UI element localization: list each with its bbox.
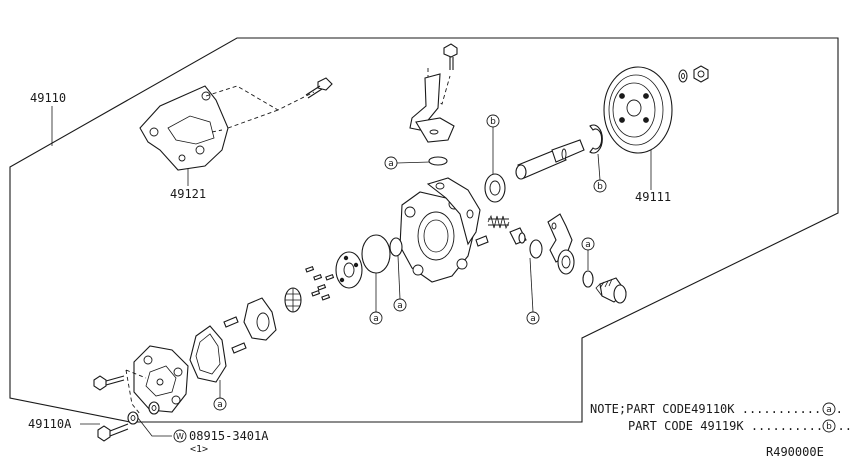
body-gasket-small xyxy=(389,237,403,257)
dowel-pin-2 xyxy=(231,342,247,354)
small-pin xyxy=(475,235,489,247)
callout-a-gasket-1: a xyxy=(369,311,383,325)
shaft-seal xyxy=(484,173,506,203)
svg-text:a: a xyxy=(397,301,403,311)
suction-connector xyxy=(409,73,455,143)
svg-text:b: b xyxy=(490,117,496,127)
label-washer-qty: <1> xyxy=(190,444,208,455)
leader-washer xyxy=(137,417,172,437)
washer-08915 xyxy=(127,411,139,425)
snap-ring xyxy=(589,124,603,154)
svg-text:a: a xyxy=(388,159,394,169)
assembly-boundary xyxy=(9,37,839,423)
note-line-2: PART CODE 49119K .............. xyxy=(628,419,850,433)
pump-body xyxy=(399,177,481,283)
svg-text:b: b xyxy=(826,422,832,432)
pulley-49111 xyxy=(603,66,673,154)
rear-gasket xyxy=(189,325,227,383)
label-washer-code: 08915-3401A xyxy=(189,429,269,443)
drive-shaft xyxy=(515,139,585,180)
label-49121: 49121 xyxy=(170,187,206,201)
callout-a-connector-1: a xyxy=(526,311,540,325)
oring-right xyxy=(582,270,594,288)
note-symbol-b: b xyxy=(822,419,836,433)
svg-text:b: b xyxy=(597,182,603,192)
callout-b-seal: b xyxy=(486,114,500,128)
callout-a-rear-gasket: a xyxy=(213,397,227,411)
label-49110a: 49110A xyxy=(28,417,72,431)
svg-text:a: a xyxy=(530,314,536,324)
leader-a-connector-1 xyxy=(529,257,534,313)
rear-cover-dashed xyxy=(125,369,147,415)
cam-ring xyxy=(243,297,277,341)
rear-small-washer xyxy=(148,401,160,415)
flow-valve-plunger xyxy=(509,227,527,245)
svg-text:a: a xyxy=(373,314,379,324)
bolt-49110a xyxy=(97,423,129,442)
pressure-plate xyxy=(335,251,363,289)
vanes xyxy=(305,265,335,301)
bracket-dashed-leaders xyxy=(205,85,315,133)
washer-w-symbol: W xyxy=(173,429,187,443)
label-49111: 49111 xyxy=(635,190,671,204)
union-bolt xyxy=(595,277,627,304)
note-symbol-a: a xyxy=(822,402,836,416)
bracket-bolt xyxy=(305,77,333,99)
top-bolt xyxy=(443,43,458,70)
outlet-connector xyxy=(547,213,575,275)
svg-text:a: a xyxy=(217,400,223,410)
callout-a-right: a xyxy=(581,237,595,251)
svg-text:W: W xyxy=(176,432,184,441)
rear-bolt-upper xyxy=(93,375,125,391)
leader-a-gasket-2 xyxy=(397,255,401,300)
callout-b-snap: b xyxy=(593,179,607,193)
rotor xyxy=(284,287,302,313)
oring-small-top xyxy=(428,156,448,166)
valve-oring xyxy=(529,239,543,259)
pulley-washer xyxy=(678,69,688,83)
callout-a-oring-top: a xyxy=(384,156,398,170)
dowel-pin-1 xyxy=(223,316,239,328)
note-line-1: NOTE;PART CODE49110K .............. xyxy=(590,402,843,416)
leader-b-snap xyxy=(597,153,601,181)
rear-cover xyxy=(133,345,189,413)
label-49110: 49110 xyxy=(30,91,66,105)
rear-gasket-inner xyxy=(195,333,221,375)
bracket-49121 xyxy=(139,85,229,171)
leader-a-oring-top xyxy=(396,161,431,164)
callout-a-gasket-2: a xyxy=(393,298,407,312)
svg-text:a: a xyxy=(585,240,591,250)
svg-text:a: a xyxy=(826,405,832,415)
pulley-nut xyxy=(693,65,709,83)
flow-valve-spring xyxy=(487,214,510,230)
figure-id: R490000E xyxy=(766,445,824,459)
body-gasket-large xyxy=(361,234,391,274)
